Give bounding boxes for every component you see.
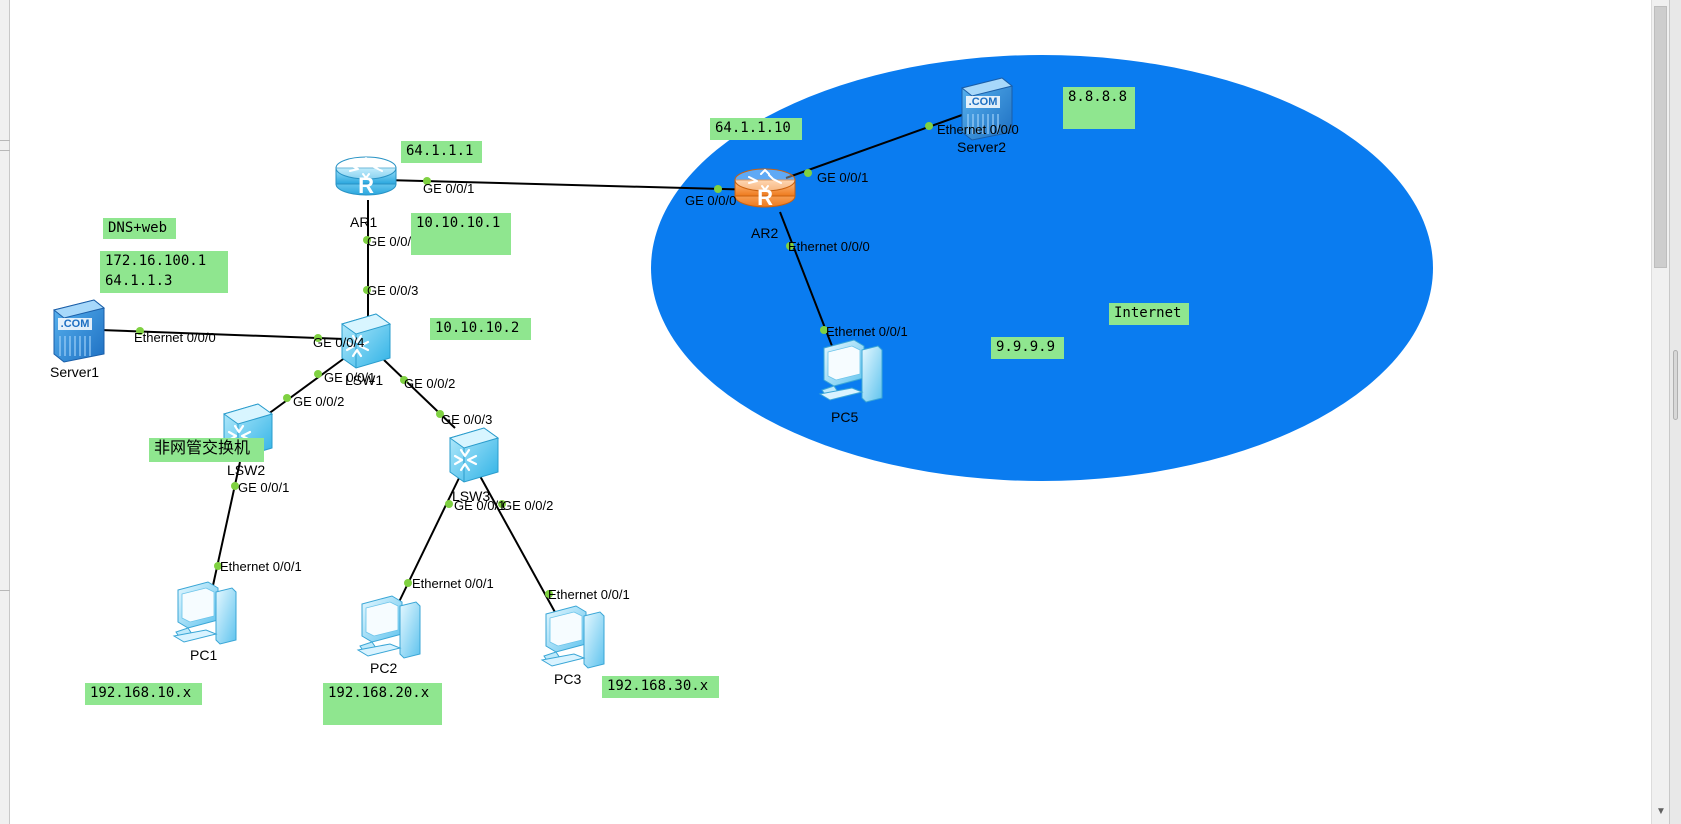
port-label-server1-eth000: Ethernet 0/0/0 (134, 330, 216, 345)
device-name-pc1: PC1 (190, 647, 218, 663)
device-name-ar1: AR1 (350, 214, 378, 230)
server-server2-icon[interactable]: .COM (961, 77, 1013, 141)
port-dots (136, 122, 933, 598)
scrollbar-thumb[interactable] (1654, 6, 1667, 268)
port-label-lsw1-ge004: GE 0/0/4 (313, 335, 365, 350)
pc-pc2-icon[interactable] (357, 595, 421, 659)
label-internet[interactable]: Internet (1109, 303, 1189, 325)
pc-pc1-icon[interactable] (173, 581, 237, 645)
label-subnet-pc3[interactable]: 192.168.30.x (602, 676, 719, 698)
label-subnet-pc2[interactable]: 192.168.20.x (323, 683, 442, 725)
label-subnet-pc1[interactable]: 192.168.10.x (85, 683, 202, 705)
label-ar1-inner-ip[interactable]: 10.10.10.1 (411, 213, 511, 255)
port-label-ar1-ge000: GE 0/0/0 (367, 234, 419, 249)
label-unmanaged-switch[interactable]: 非网管交换机 (149, 438, 264, 462)
device-name-server2: Server2 (957, 139, 1007, 155)
label-lsw1-ip[interactable]: 10.10.10.2 (430, 318, 531, 340)
pc-pc5-icon[interactable] (819, 339, 883, 403)
label-server1-ips[interactable]: 172.16.100.1 64.1.1.3 (100, 251, 228, 293)
router-ar2-icon[interactable]: R (734, 168, 796, 210)
device-name-lsw2: LSW2 (227, 462, 266, 478)
server-server1-icon[interactable]: .COM (53, 299, 105, 363)
port-label-ar1-ge001: GE 0/0/1 (423, 181, 475, 196)
port-label-ar2-eth000: Ethernet 0/0/0 (788, 239, 870, 254)
router-ar1-icon[interactable]: R (335, 156, 397, 198)
device-name-lsw3: LSW3 (452, 488, 491, 504)
link-ar1-ar2 (384, 179, 761, 191)
panel-resize-grip[interactable] (1673, 350, 1678, 420)
label-dns-server-ip[interactable]: 8.8.8.8 (1063, 87, 1135, 129)
port-label-pc3-eth001: Ethernet 0/0/1 (548, 587, 630, 602)
label-dns-web[interactable]: DNS+web (103, 218, 176, 239)
link-ar2-pc5 (779, 211, 833, 347)
svg-text:.COM: .COM (61, 318, 90, 330)
port-label-lsw1-ge001: GE 0/0/1 (324, 370, 376, 385)
link-lsw1-lsw2 (259, 353, 351, 421)
label-ar1-public-ip[interactable]: 64.1.1.1 (401, 141, 482, 163)
label-pc5-ip[interactable]: 9.9.9.9 (991, 337, 1064, 359)
port-label-lsw3-ge002: GE 0/0/2 (502, 498, 554, 513)
port-label-pc1-eth001: Ethernet 0/0/1 (220, 559, 302, 574)
link-lsw1-lsw3 (383, 359, 456, 429)
port-label-ar2-ge000: GE 0/0/0 (685, 193, 737, 208)
port-label-server2-eth000: Ethernet 0/0/0 (937, 122, 1019, 137)
link-lsw3-pc3 (479, 475, 557, 615)
port-label-lsw1-ge003: GE 0/0/3 (367, 283, 419, 298)
port-label-lsw2-ge002: GE 0/0/2 (293, 394, 345, 409)
window-left-border (0, 0, 10, 824)
port-label-pc2-eth001: Ethernet 0/0/1 (412, 576, 494, 591)
device-name-server1: Server1 (50, 364, 100, 380)
svg-text:R: R (358, 173, 374, 198)
port-label-lsw1-ge002: GE 0/0/2 (404, 376, 456, 391)
port-label-pc5-eth001: Ethernet 0/0/1 (826, 324, 908, 339)
svg-text:.COM: .COM (969, 96, 998, 108)
port-label-lsw3-ge001: GE 0/0/1 (454, 498, 506, 513)
port-label-lsw3-ge003: GE 0/0/3 (441, 412, 493, 427)
device-name-ar2: AR2 (751, 225, 779, 241)
port-label-ar2-ge001: GE 0/0/1 (817, 170, 869, 185)
device-name-pc3: PC3 (554, 671, 582, 687)
scroll-down-arrow-icon[interactable]: ▼ (1656, 806, 1666, 817)
switch-lsw3-icon[interactable] (448, 426, 500, 484)
device-name-pc2: PC2 (370, 660, 398, 676)
device-name-pc5: PC5 (831, 409, 859, 425)
pc-pc3-icon[interactable] (541, 605, 605, 669)
label-ar2-ip[interactable]: 64.1.1.10 (710, 118, 802, 140)
window-right-border (1669, 0, 1681, 824)
port-label-lsw2-ge001: GE 0/0/1 (238, 480, 290, 495)
device-name-lsw1: LSW1 (345, 372, 384, 388)
vertical-scrollbar[interactable]: ▼ (1651, 0, 1669, 824)
svg-text:R: R (757, 185, 773, 210)
